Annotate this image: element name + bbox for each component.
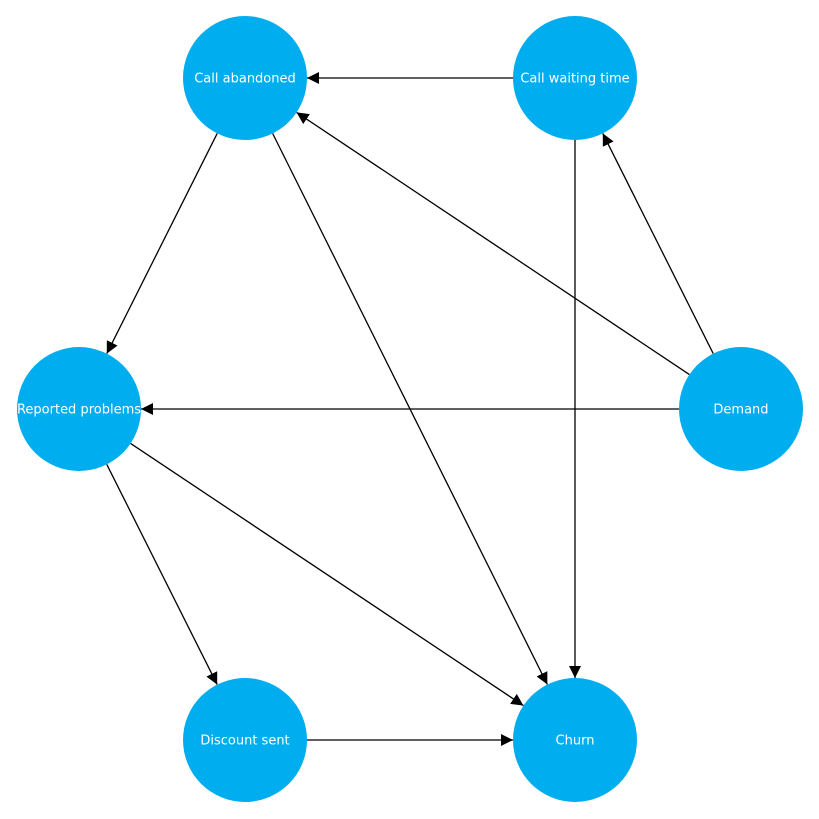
edge-demand-to-call-waiting-time: [602, 133, 714, 354]
edge-demand-to-call-abandoned: [296, 111, 690, 376]
node-reported-problems: Reported problems: [17, 347, 141, 471]
node-label-call-waiting-time: Call waiting time: [520, 72, 629, 87]
node-circle-reported-problems: [17, 347, 141, 471]
edge-call-abandoned-to-reported-problems: [106, 133, 218, 354]
edge-reported-problems-to-churn: [130, 442, 524, 707]
node-label-demand: Demand: [713, 403, 768, 418]
node-circle-call-waiting-time: [513, 16, 637, 140]
node-label-call-abandoned: Call abandoned: [194, 72, 296, 87]
node-call-waiting-time: Call waiting time: [513, 16, 637, 140]
node-circle-demand: [679, 347, 803, 471]
node-discount-sent: Discount sent: [183, 678, 307, 802]
node-label-discount-sent: Discount sent: [200, 734, 289, 749]
node-circle-churn: [513, 678, 637, 802]
nodes: Call abandoned Call waiting timeReported …: [17, 16, 803, 802]
node-circle-call-abandoned: [183, 16, 307, 140]
node-call-abandoned: Call abandoned: [183, 16, 307, 140]
node-label-churn: Churn: [556, 734, 595, 749]
edges: [106, 72, 714, 746]
node-circle-discount-sent: [183, 678, 307, 802]
node-demand: Demand: [679, 347, 803, 471]
node-churn: Churn: [513, 678, 637, 802]
edge-reported-problems-to-discount-sent: [106, 464, 218, 685]
node-label-reported-problems: Reported problems: [17, 403, 141, 418]
